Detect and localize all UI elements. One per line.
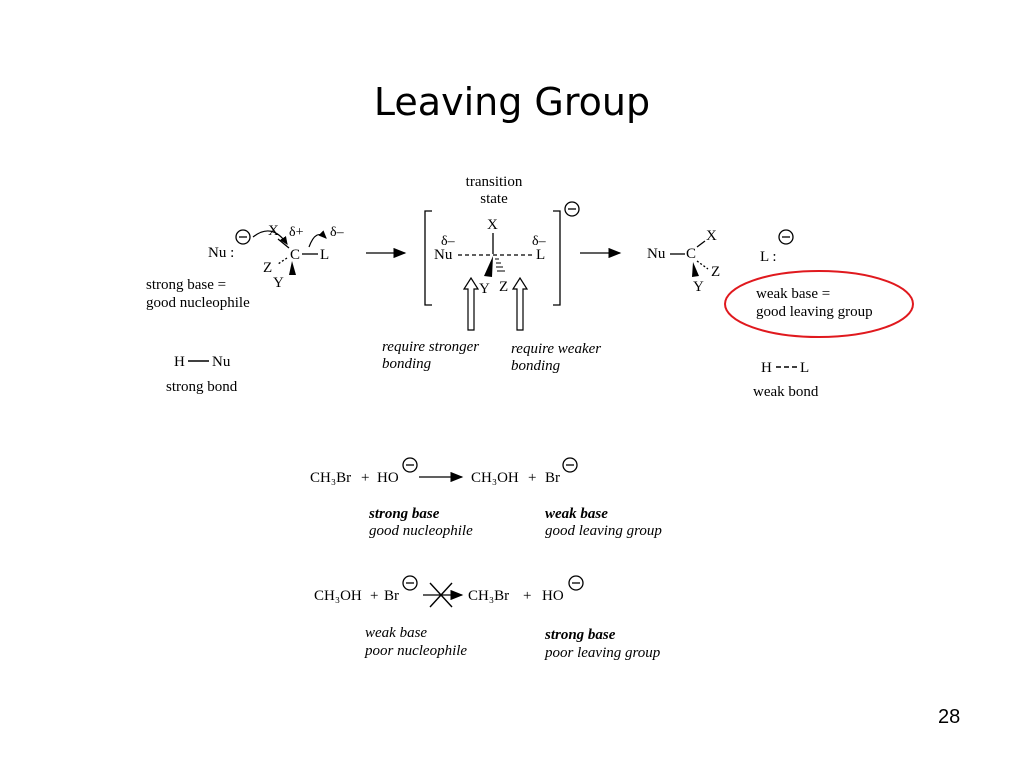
stronger-bonding-label-1: require stronger: [382, 339, 479, 355]
ts-nu: Nu: [434, 247, 453, 263]
product-y: Y: [693, 279, 704, 295]
r2-label-right-1: strong base: [544, 627, 616, 643]
reaction-1: CH₃Br + HO CH₃OH + Br strong base good n…: [310, 457, 662, 539]
page-number: 28: [938, 706, 961, 728]
r1-label-right-1: weak base: [545, 506, 608, 522]
r2-reactant-a: CH₃OH: [314, 588, 362, 604]
r1-product-b: Br: [545, 470, 560, 486]
leaving-minus-charge-icon: [778, 229, 794, 245]
r2-label-left-1: weak base: [365, 625, 427, 641]
ts-leaving: L: [536, 247, 545, 263]
product-note-1: weak base =: [756, 286, 830, 302]
reactant-carbon: C: [290, 247, 300, 263]
product-note-2: good leaving group: [756, 304, 873, 320]
reactant-note-2: good nucleophile: [146, 295, 250, 311]
weaker-bonding-label-1: require weaker: [511, 341, 601, 357]
transition-state-group: transition state X δ– δ– Nu L Y Z requir…: [382, 174, 601, 374]
weaker-bonding-label-2: bonding: [511, 358, 561, 374]
bond-left-nu: Nu: [212, 354, 231, 370]
r2-product-b: HO: [542, 588, 564, 604]
wedge-bond-icon: [289, 261, 296, 275]
ts-minus-charge-icon: [564, 201, 580, 217]
reactant-x: X: [268, 223, 279, 239]
bracket-left-icon: [424, 210, 432, 306]
reactant-y: Y: [273, 275, 284, 291]
r1-ho-minus-icon: [402, 457, 418, 473]
ts-heading-2: state: [480, 191, 508, 207]
product-nu: Nu: [647, 246, 666, 262]
r1-plus-1: +: [361, 470, 369, 486]
weak-bond-caption: weak bond: [753, 384, 819, 400]
bond-right-l: L: [800, 360, 809, 376]
ts-y: Y: [479, 281, 490, 297]
leaving-ion-label: L :: [760, 249, 777, 265]
reactant-leaving: L: [320, 247, 329, 263]
delta-minus-label: δ–: [330, 225, 345, 240]
r1-br-minus-icon: [562, 457, 578, 473]
stronger-bonding-arrow-icon: [462, 276, 480, 331]
ts-z: Z: [499, 279, 508, 295]
reactant-z: Z: [263, 260, 272, 276]
product-z: Z: [711, 264, 720, 280]
product-wedge-icon: [692, 262, 699, 277]
minus-charge-icon: [235, 229, 251, 245]
r2-ho-minus-icon: [568, 575, 584, 591]
strong-bond-caption: strong bond: [166, 379, 238, 395]
bracket-right-icon: [553, 210, 561, 306]
ts-heading-1: transition: [466, 174, 523, 190]
r2-label-left-2: poor nucleophile: [364, 643, 467, 659]
product-group: Nu C X Z Y L : weak base = good leaving …: [647, 228, 914, 338]
slide-title: Leaving Group: [373, 80, 651, 124]
r2-product-a: CH₃Br: [468, 588, 509, 604]
r1-product-a: CH₃OH: [471, 470, 519, 486]
r2-plus-2: +: [523, 588, 531, 604]
stronger-bonding-label-2: bonding: [382, 356, 432, 372]
highlight-ellipse: [724, 270, 914, 338]
r1-plus-2: +: [528, 470, 536, 486]
r1-reactant-a: CH₃Br: [310, 470, 351, 486]
ts-delta-right: δ–: [532, 234, 547, 249]
product-x: X: [706, 228, 717, 244]
reactant-group: Nu : X δ+ C L δ– Z Y strong base = good …: [146, 223, 345, 311]
ts-x: X: [487, 217, 498, 233]
r1-reactant-b: HO: [377, 470, 399, 486]
bond-strength-row: H Nu strong bond H L weak bond: [166, 354, 819, 400]
delta-plus-label: δ+: [289, 225, 304, 240]
r2-label-right-2: poor leaving group: [544, 645, 661, 661]
reaction-2: CH₃OH + Br CH₃Br + HO weak base poor nuc…: [314, 575, 661, 661]
product-carbon: C: [686, 246, 696, 262]
reactant-note-1: strong base =: [146, 277, 226, 293]
ts-wedge-icon: [484, 256, 493, 277]
r2-plus-1: +: [370, 588, 378, 604]
r1-label-right-2: good leaving group: [545, 523, 662, 539]
bond-left-h: H: [174, 354, 185, 370]
ts-delta-left: δ–: [441, 234, 456, 249]
attack-arrow-icon: [252, 230, 288, 245]
r2-reactant-b: Br: [384, 588, 399, 604]
weaker-bonding-arrow-icon: [511, 276, 529, 331]
bond-right-h: H: [761, 360, 772, 376]
r2-br-minus-icon: [402, 575, 418, 591]
bond-break-arrow-icon: [308, 230, 327, 248]
r1-label-left-1: strong base: [368, 506, 440, 522]
r1-label-left-2: good nucleophile: [369, 523, 473, 539]
nucleophile-label: Nu :: [208, 245, 234, 261]
